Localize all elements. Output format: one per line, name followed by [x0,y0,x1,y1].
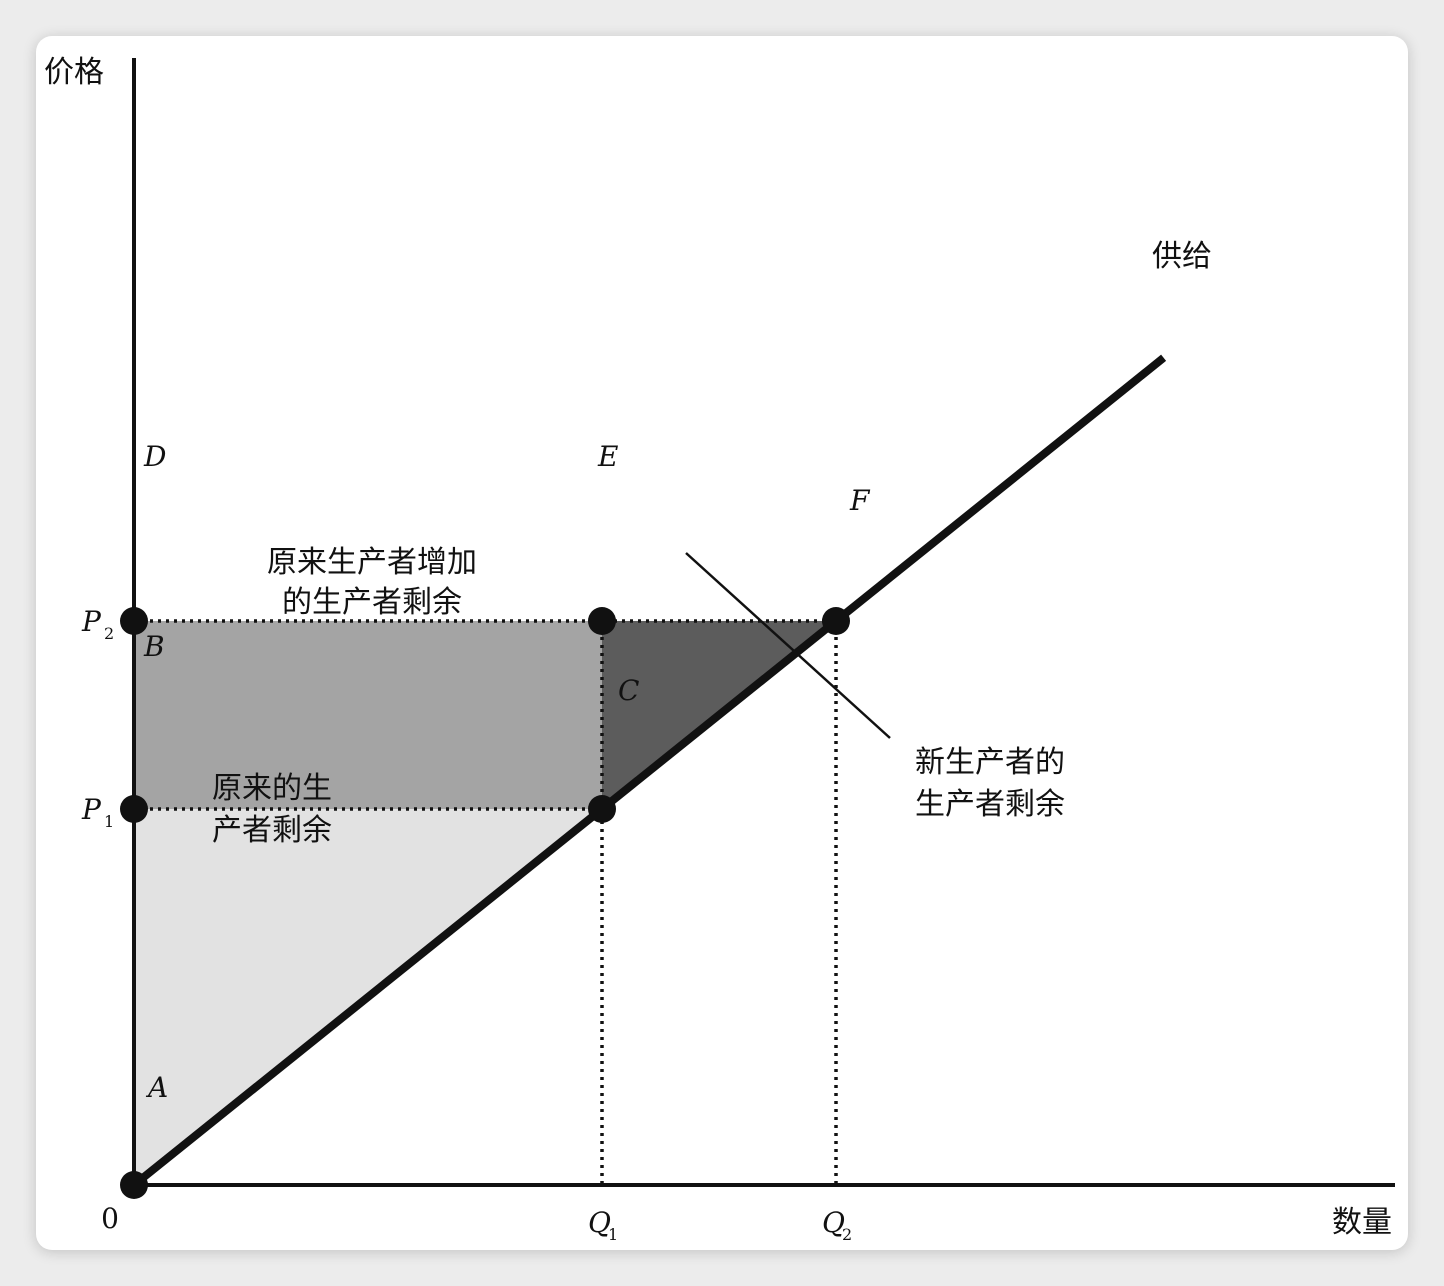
dotted-guides [134,619,838,1185]
point-f-marker [822,607,850,635]
original-surplus-label-line-2: 产者剩余 [212,813,332,848]
y-tick-label-p1: P [81,793,102,826]
point-d-marker [120,607,148,635]
point-e-marker [588,607,616,635]
added-surplus-label-line-2: 的生产者剩余 [282,585,462,620]
origin-label: 0 [101,1202,119,1235]
point-a-marker [120,1171,148,1199]
point-c-label: C [618,674,639,707]
point-b-marker [120,795,148,823]
original-surplus-label-line-1: 原来的生 [212,771,332,806]
point-f-label: F [849,484,871,517]
x-tick-label-q1: Q [588,1206,611,1239]
x-tick-sub-q1: 1 [608,1225,618,1244]
supply-curve-group [131,354,1167,1189]
supply-curve [131,354,1167,1189]
y-axis-label: 价格 [44,55,104,90]
x-axis-label: 数量 [1332,1205,1392,1240]
y-tick-label-p2: P [81,605,102,638]
annotation-leader-line [685,552,891,739]
added-surplus-label-line-1: 原来生产者增加 [267,545,477,580]
added-surplus-area [134,621,602,809]
point-markers [120,607,850,1199]
new-producer-surplus-label-line-2: 生产者剩余 [915,787,1065,822]
point-b-label: B [143,630,165,663]
point-e-label: E [597,440,618,473]
point-d-label: D [143,440,166,473]
point-c-marker [588,795,616,823]
new-producer-surplus-label-line-1: 新生产者的 [915,745,1065,780]
x-tick-label-q2: Q [822,1206,845,1239]
x-tick-sub-q2: 2 [842,1225,852,1244]
y-tick-sub-p2: 2 [104,624,114,643]
point-a-label: A [145,1071,168,1104]
y-tick-sub-p1: 1 [104,812,114,831]
supply-label: 供给 [1152,239,1212,274]
